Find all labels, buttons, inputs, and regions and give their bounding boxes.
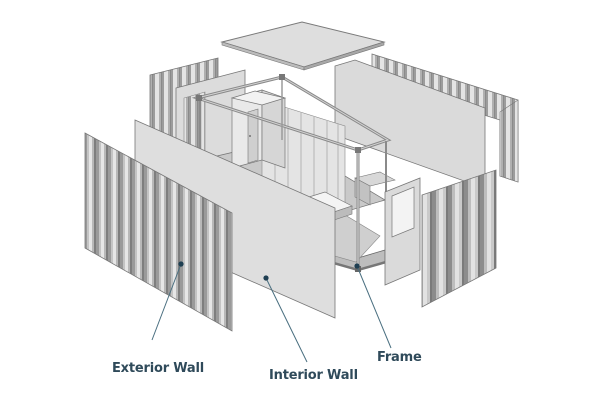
leader-interior-wall bbox=[263, 275, 308, 363]
frame-label: Frame bbox=[377, 350, 422, 365]
front-right-interior-panel bbox=[384, 177, 421, 286]
leader-exterior-wall bbox=[151, 261, 184, 341]
exterior-wall-label: Exterior Wall bbox=[112, 361, 204, 376]
front-right-exterior-wall bbox=[421, 169, 497, 308]
leader-frame bbox=[354, 263, 392, 349]
roof-panel bbox=[220, 21, 386, 71]
front-exterior-wall-panel bbox=[84, 132, 233, 332]
interior-wall-label: Interior Wall bbox=[269, 368, 358, 383]
